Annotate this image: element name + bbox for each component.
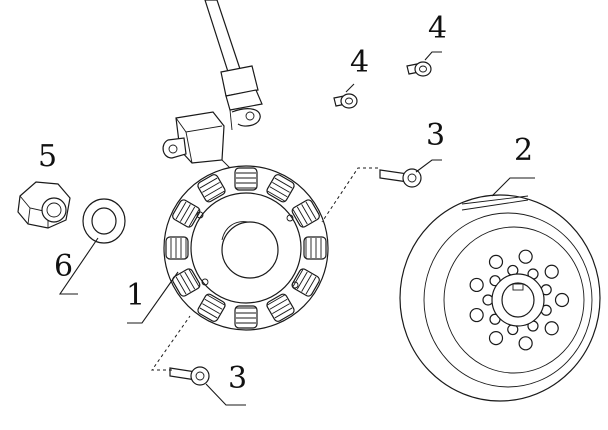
stator-poles (165, 167, 327, 329)
callout-labels: 1 2 3 3 4 4 5 6 (38, 11, 533, 396)
screw-right (406, 61, 432, 77)
stator-pole (172, 268, 201, 297)
washer (82, 198, 126, 244)
flywheel-hole (469, 307, 484, 323)
stator-pole (234, 305, 258, 329)
callout-bolt-upper: 3 (426, 118, 445, 153)
nut (17, 181, 71, 229)
callout-stator: 1 (126, 278, 145, 313)
callout-nut: 5 (38, 139, 57, 174)
flywheel-holes (469, 249, 570, 351)
stator-pole (303, 236, 327, 260)
callout-washer: 6 (54, 249, 73, 284)
stator-pole (266, 174, 295, 203)
flywheel-hole (518, 336, 533, 351)
bolt-upper (379, 168, 422, 188)
stator-pole (197, 293, 226, 322)
wire-harness (204, 0, 263, 131)
stator-pole (165, 236, 189, 260)
callout-flywheel: 2 (514, 133, 533, 168)
stator-pole (172, 199, 201, 228)
stator (163, 165, 329, 331)
flywheel-hole (544, 321, 559, 336)
callout-screw-right: 4 (428, 11, 447, 46)
callout-screw-left: 4 (350, 45, 369, 80)
stator-pole (234, 167, 258, 191)
stator-pole (266, 293, 295, 322)
leader-lines (58, 51, 535, 406)
stator-pole (291, 268, 320, 297)
flywheel-hole (488, 254, 504, 269)
stator-pole (197, 174, 226, 203)
screw-left (333, 93, 358, 109)
flywheel (399, 194, 601, 402)
flywheel-hole (469, 277, 484, 293)
flywheel-hole (488, 331, 504, 346)
flywheel-hole (554, 292, 570, 308)
bolt-lower (169, 366, 210, 386)
flywheel-hole (544, 264, 559, 279)
stator-pole (291, 199, 320, 228)
pickup-sensor (162, 111, 233, 171)
callout-bolt-lower: 3 (228, 361, 247, 396)
flywheel-hole (518, 249, 533, 264)
